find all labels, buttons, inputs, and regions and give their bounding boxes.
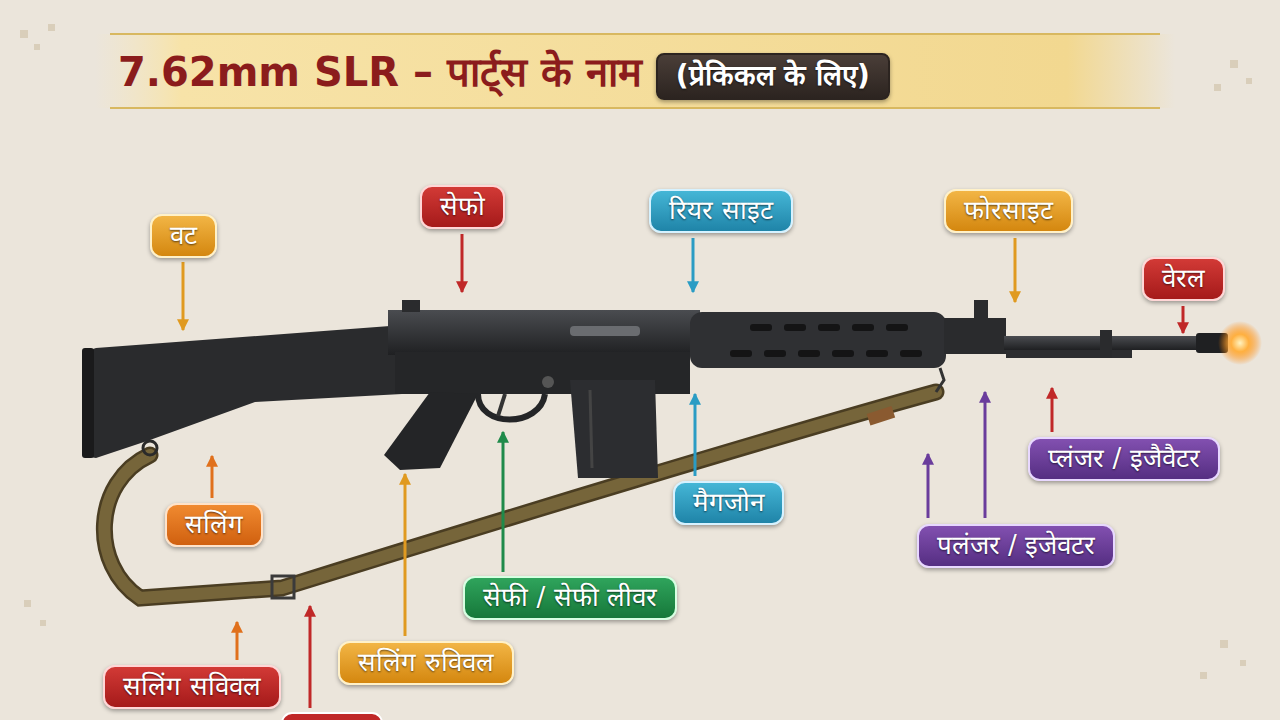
part-name: सलिंग	[185, 508, 243, 541]
part-label: फोरसाइट	[944, 189, 1073, 234]
leader-arrow	[984, 392, 987, 518]
ejection-port	[570, 326, 640, 336]
part-name: वट	[170, 219, 197, 252]
part-label: प्लंजर / इजैवैटर	[1028, 437, 1219, 482]
banner-rule	[110, 107, 1160, 109]
part-name: सेफो	[440, 190, 485, 223]
butt-plate	[82, 348, 94, 458]
muzzle-flash	[1218, 321, 1262, 365]
leader-arrow	[1182, 306, 1185, 333]
pixel-decoration	[20, 24, 1252, 679]
leader-arrow	[211, 456, 214, 498]
part-label: सलिंग	[165, 503, 263, 548]
front-sight	[974, 300, 988, 320]
selector	[542, 376, 554, 388]
part-name: मैगजोन	[693, 486, 764, 519]
title-badge: (प्रेकिकल के लिए)	[656, 53, 890, 100]
leader-arrow	[1014, 238, 1017, 302]
title: 7.62mm SLR – पार्ट्स के नाम	[118, 48, 642, 96]
part-name: सलिंग रुविवल	[358, 646, 493, 679]
badge-text: (प्रेकिकल के लिए)	[676, 58, 870, 93]
handguard	[690, 312, 946, 368]
rifle-drawing	[82, 300, 1262, 478]
part-label: रियर साइट	[649, 189, 792, 234]
part-label: सेफो	[420, 185, 505, 230]
trigger	[498, 394, 505, 416]
title-banner	[95, 34, 1175, 108]
upper-receiver	[388, 310, 700, 355]
leader-arrow	[236, 622, 239, 660]
gas-plunger	[1006, 350, 1132, 358]
part-label: सलिंग रुविवल	[338, 641, 513, 686]
leader-arrow	[927, 454, 930, 518]
part-label: सलिंग सविवल	[103, 665, 280, 710]
leader-arrow	[309, 606, 312, 708]
part-label: सेफी / सेफी लीवर	[463, 576, 677, 621]
banner-rule	[110, 33, 1160, 35]
part-label: मैगजोन	[673, 481, 784, 526]
cut-off-pill	[282, 713, 382, 720]
part-label: पलंजर / इजेवटर	[917, 524, 1115, 569]
part-name: रियर साइट	[669, 194, 772, 227]
leader-arrow	[692, 238, 695, 292]
part-name: पलंजर / इजेवटर	[937, 529, 1095, 562]
magazine	[570, 380, 658, 478]
part-name: फोरसाइट	[964, 194, 1053, 227]
leader-arrow	[1051, 388, 1054, 432]
gas-block	[944, 318, 1006, 354]
rear-sight	[402, 300, 420, 312]
part-name: वेरल	[1162, 262, 1205, 295]
part-name: प्लंजर / इजैवैटर	[1048, 442, 1199, 475]
leader-arrow	[502, 432, 505, 572]
leader-arrow	[404, 474, 407, 636]
pistol-grip	[384, 392, 478, 470]
part-name: सेफी / सेफी लीवर	[483, 581, 657, 614]
leader-arrow	[694, 394, 697, 476]
butt-stock	[84, 326, 402, 458]
part-label: वेरल	[1142, 257, 1225, 302]
part-label: वट	[150, 214, 217, 259]
leader-arrow	[182, 262, 185, 330]
leader-arrow	[461, 234, 464, 292]
part-name: सलिंग सविवल	[123, 670, 260, 703]
trigger-guard	[478, 394, 545, 420]
